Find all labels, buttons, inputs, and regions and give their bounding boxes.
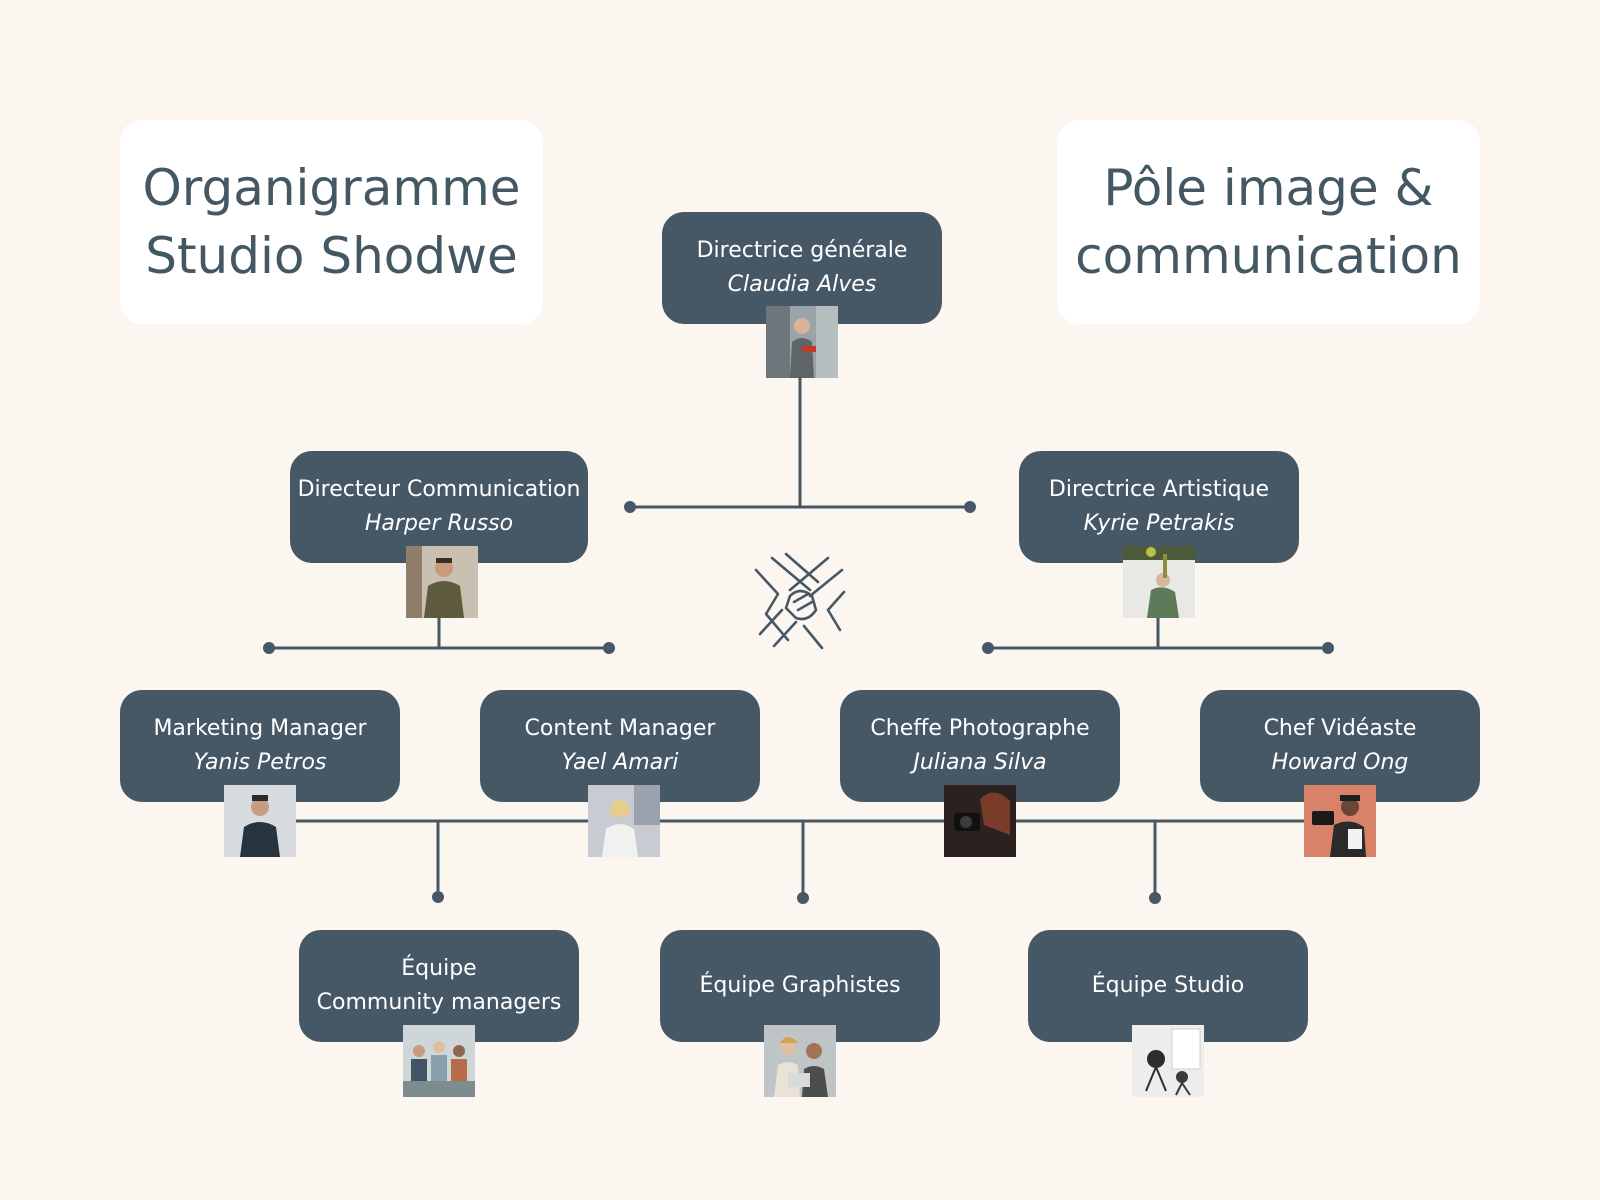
node-team-line1: Équipe xyxy=(401,956,477,981)
node-role: Cheffe Photographe xyxy=(870,716,1090,741)
node-team-line2: Community managers xyxy=(316,990,562,1015)
node-team-label: Équipe Graphistes xyxy=(699,973,901,998)
node-marketing-manager[interactable]: Marketing Manager Yanis Petros xyxy=(120,690,400,802)
node-person: Yael Amari xyxy=(561,750,679,775)
node-role: Marketing Manager xyxy=(153,716,367,741)
node-role: Directeur Communication xyxy=(297,477,581,502)
title-right-line2: communication xyxy=(1075,227,1462,285)
node-photo-chief[interactable]: Cheffe Photographe Juliana Silva xyxy=(840,690,1120,802)
node-person: Yanis Petros xyxy=(193,750,327,775)
connector-dot xyxy=(603,642,615,654)
title-left-line2: Studio Shodwe xyxy=(145,227,518,285)
connector-dot xyxy=(432,891,444,903)
node-ceo[interactable]: Directrice générale Claudia Alves xyxy=(662,212,942,324)
node-art-director[interactable]: Directrice Artistique Kyrie Petrakis xyxy=(1019,451,1299,563)
node-team-community-managers[interactable]: Équipe Community managers xyxy=(299,930,579,1042)
node-role: Content Manager xyxy=(524,716,716,741)
avatar-art-director xyxy=(1123,546,1195,618)
hands-together-icon xyxy=(754,552,846,650)
title-left-line1: Organigramme xyxy=(142,159,521,217)
node-role: Chef Vidéaste xyxy=(1263,716,1417,741)
title-right-line1: Pôle image & xyxy=(1103,159,1434,217)
avatar-team-graphistes xyxy=(764,1025,836,1097)
connector-dot xyxy=(1322,642,1334,654)
node-role: Directrice Artistique xyxy=(1048,477,1270,502)
avatar-ceo xyxy=(766,306,838,378)
connector-dot xyxy=(982,642,994,654)
title-card-left: Organigramme Studio Shodwe xyxy=(120,120,543,324)
avatar-marketing-manager xyxy=(224,785,296,857)
avatar-comm-director xyxy=(406,546,478,618)
avatar-video-chief xyxy=(1304,785,1376,857)
node-video-chief[interactable]: Chef Vidéaste Howard Ong xyxy=(1200,690,1480,802)
node-person: Harper Russo xyxy=(364,511,514,536)
node-team-label: Équipe Studio xyxy=(1091,973,1245,998)
title-card-right: Pôle image & communication xyxy=(1057,120,1480,324)
node-content-manager[interactable]: Content Manager Yael Amari xyxy=(480,690,760,802)
node-person: Juliana Silva xyxy=(913,750,1047,775)
connector-dot xyxy=(263,642,275,654)
avatar-team-studio xyxy=(1132,1025,1204,1097)
connector-dot xyxy=(624,501,636,513)
connector-dot xyxy=(1149,892,1161,904)
avatar-team-community-managers xyxy=(403,1025,475,1097)
node-person: Kyrie Petrakis xyxy=(1083,511,1235,536)
connector-dot xyxy=(797,892,809,904)
connector-dot xyxy=(964,501,976,513)
node-comm-director[interactable]: Directeur Communication Harper Russo xyxy=(290,451,588,563)
node-role: Directrice générale xyxy=(696,238,908,263)
node-person: Howard Ong xyxy=(1271,750,1409,775)
node-team-studio[interactable]: Équipe Studio xyxy=(1028,930,1308,1042)
node-team-graphistes[interactable]: Équipe Graphistes xyxy=(660,930,940,1042)
avatar-photo-chief xyxy=(944,785,1016,857)
node-person: Claudia Alves xyxy=(727,272,877,297)
avatar-content-manager xyxy=(588,785,660,857)
